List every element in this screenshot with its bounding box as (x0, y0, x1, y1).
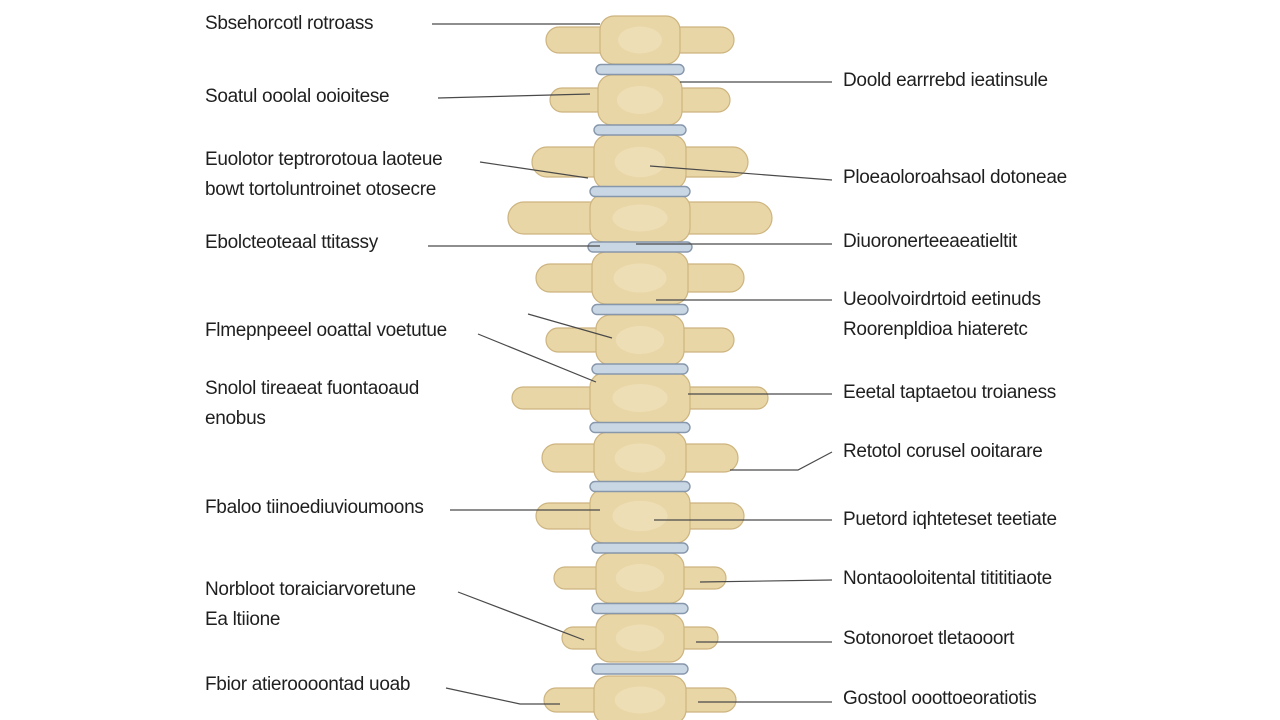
label-line: Ea ltiione (205, 609, 281, 630)
label-line: Ebolcteoteaal ttitassy (205, 232, 378, 253)
label-line: Doold earrrebd ieatinsule (843, 70, 1048, 91)
leader-line (477, 333, 597, 383)
label-line: Puetord iqhteteset teetiate (843, 509, 1057, 530)
body-highlight (618, 26, 662, 54)
right-label: Ueoolvoirdrtoid eetinuds Roorenpldioa hi… (843, 285, 1041, 345)
intervertebral-disc (591, 663, 689, 675)
left-label: Snolol tireaeat fuontaoaud enobus (205, 374, 419, 434)
label-line: Ploeaoloroahsaol dotoneae (843, 167, 1067, 188)
left-label: Norbloot toraiciarvoretune Ea ltiione (205, 575, 416, 635)
body-highlight (614, 443, 666, 473)
label-line: Roorenpldioa hiateretc (843, 319, 1028, 340)
left-label: Flmepnpeeel ooattal voetutue (205, 316, 447, 346)
left-label: Fbaloo tiinoediuvioumoons (205, 493, 424, 523)
right-label: Retotol corusel ooitarare (843, 437, 1043, 467)
intervertebral-disc (591, 303, 689, 316)
intervertebral-disc (589, 421, 691, 434)
body-highlight (612, 500, 668, 532)
body-highlight (612, 204, 668, 232)
label-line: Gostool ooottoeoratiotis (843, 688, 1037, 709)
body-highlight (615, 624, 665, 652)
right-label: Doold earrrebd ieatinsule (843, 66, 1048, 96)
label-line: Eeetal taptaetou troianess (843, 382, 1056, 403)
body-highlight (613, 263, 667, 293)
intervertebral-disc (595, 63, 685, 76)
intervertebral-disc (591, 602, 689, 615)
body-highlight (616, 86, 664, 114)
intervertebral-disc (591, 542, 689, 554)
label-line: Norbloot toraiciarvoretune (205, 579, 416, 600)
label-line: Diuoronerteeaeatieltit (843, 231, 1018, 252)
label-line: Sotonoroet tletaooort (843, 628, 1015, 649)
right-label: Sotonoroet tletaooort (843, 624, 1014, 654)
intervertebral-disc (591, 363, 689, 375)
body-highlight (615, 326, 665, 354)
leader-line (457, 591, 585, 641)
left-label: Fbior atieroooontad uoab (205, 670, 410, 700)
label-line: Retotol corusel ooitarare (843, 441, 1043, 462)
right-label: Gostool ooottoeoratiotis (843, 684, 1037, 714)
label-line: Soatul ooolal ooioitese (205, 86, 390, 107)
label-line: Nontaooloitental titititiaote (843, 568, 1052, 589)
label-line: Fbior atieroooontad uoab (205, 674, 411, 695)
intervertebral-disc (593, 124, 687, 136)
label-line: Snolol tireaeat fuontaoaud (205, 378, 420, 399)
leader-line (649, 165, 833, 181)
left-label: Euolotor teptrorotoua laoteue bowt torto… (205, 145, 443, 205)
right-label: Puetord iqhteteset teetiate (843, 505, 1057, 535)
label-line: Ueoolvoirdrtoid eetinuds (843, 289, 1041, 310)
body-highlight (612, 384, 668, 412)
intervertebral-disc (589, 185, 691, 198)
body-highlight (614, 686, 666, 714)
intervertebral-disc (589, 480, 691, 493)
body-highlight (614, 146, 666, 178)
leader-line (699, 579, 833, 583)
leader-line (437, 93, 591, 99)
leader-line (445, 687, 560, 705)
right-label: Eeetal taptaetou troianess (843, 378, 1056, 408)
label-line: Sbsehorcotl rotroass (205, 13, 374, 34)
right-label: Nontaooloitental titititiaote (843, 564, 1052, 594)
body-highlight (615, 564, 665, 592)
right-label: Diuoronerteeaeatieltit (843, 227, 1017, 257)
label-line: enobus (205, 408, 266, 429)
label-line: Euolotor teptrorotoua laoteue (205, 149, 443, 170)
left-label: Soatul ooolal ooioitese (205, 82, 390, 112)
leader-line (479, 161, 589, 179)
label-line: bowt tortoluntroinet otosecre (205, 179, 437, 200)
label-line: Flmepnpeeel ooattal voetutue (205, 320, 447, 341)
leader-line (527, 313, 613, 339)
leader-lines (428, 23, 833, 705)
right-label: Ploeaoloroahsaol dotoneae (843, 163, 1067, 193)
vertebral-column (507, 15, 773, 720)
label-line: Fbaloo tiinoediuvioumoons (205, 497, 424, 518)
leader-line (730, 451, 833, 471)
left-label: Ebolcteoteaal ttitassy (205, 228, 378, 258)
left-label: Sbsehorcotl rotroass (205, 9, 374, 39)
